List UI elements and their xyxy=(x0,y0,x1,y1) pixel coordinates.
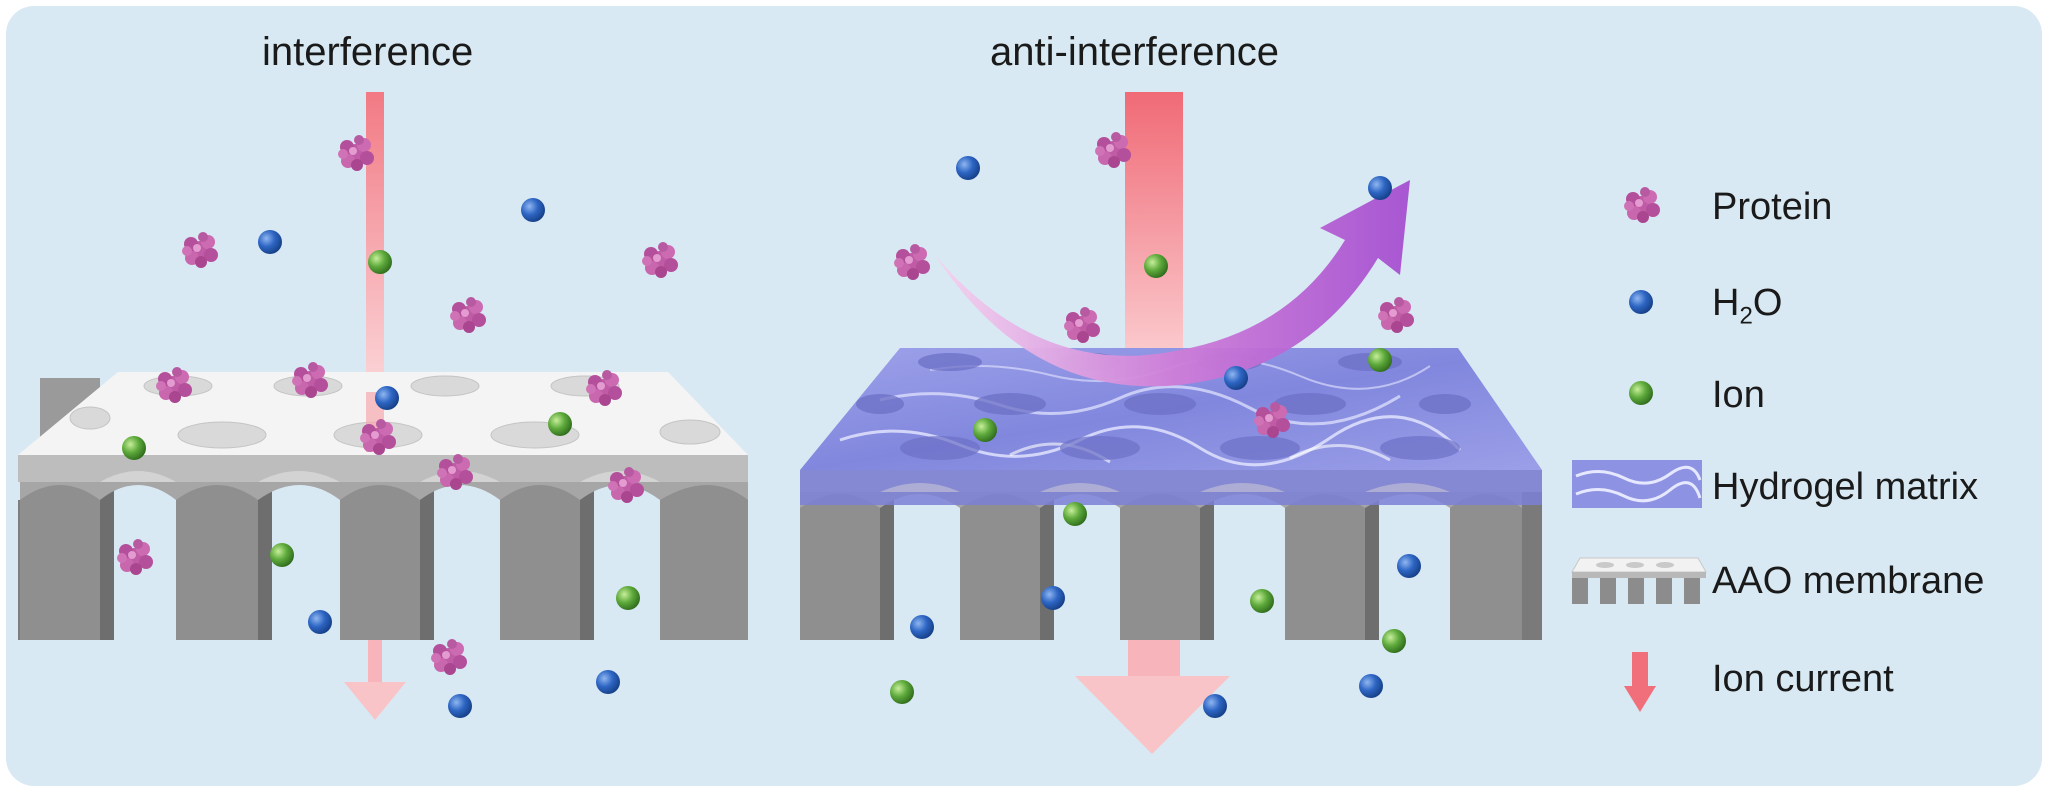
water-molecule-icon xyxy=(448,694,472,718)
legend-label-current: Ion current xyxy=(1712,658,1894,700)
right-current-shaft xyxy=(1125,92,1183,392)
water-molecule-icon xyxy=(596,670,620,694)
ion-icon xyxy=(1063,502,1087,526)
water-molecule-icon xyxy=(308,610,332,634)
ion-icon xyxy=(1368,348,1392,372)
water-molecule-icon xyxy=(1041,586,1065,610)
water-molecule-icon xyxy=(956,156,980,180)
water-molecule-icon xyxy=(1397,554,1421,578)
ion-icon xyxy=(270,543,294,567)
right-current-arrowhead xyxy=(1075,676,1230,754)
right-scene xyxy=(800,92,1542,754)
ion-icon xyxy=(1250,589,1274,613)
title-interference: interference xyxy=(262,30,474,74)
ion-icon xyxy=(1382,629,1406,653)
left-current-exit-shaft xyxy=(368,640,382,682)
ion-icon xyxy=(548,412,572,436)
ion-icon xyxy=(1629,381,1653,405)
water-molecule-icon xyxy=(521,198,545,222)
title-anti-interference: anti-interference xyxy=(990,30,1280,74)
water-molecule-icon xyxy=(258,230,282,254)
water-molecule-icon xyxy=(1359,674,1383,698)
legend-label-ion: Ion xyxy=(1712,374,1765,416)
left-current-shaft xyxy=(366,92,384,392)
ion-icon xyxy=(122,436,146,460)
ion-icon xyxy=(368,250,392,274)
right-current-exit-shaft xyxy=(1128,640,1180,678)
legend xyxy=(1571,187,1707,712)
aao-membrane-icon xyxy=(1571,557,1707,604)
water-molecule-icon xyxy=(375,386,399,410)
protein-deflection-arrow xyxy=(935,180,1410,387)
water-molecule-icon xyxy=(910,615,934,639)
left-current-arrowhead xyxy=(344,682,406,720)
ion-icon xyxy=(616,586,640,610)
ion-current-arrow-icon xyxy=(1624,652,1656,712)
legend-label-water: H2O xyxy=(1712,282,1783,330)
ion-icon xyxy=(973,418,997,442)
hydrogel-swatch-icon xyxy=(1572,460,1702,508)
water-molecule-icon xyxy=(1203,694,1227,718)
water-molecule-icon xyxy=(1629,290,1653,314)
legend-label-hydrogel: Hydrogel matrix xyxy=(1712,466,1979,508)
ion-icon xyxy=(1144,254,1168,278)
left-scene xyxy=(18,92,748,720)
water-molecule-icon xyxy=(1368,176,1392,200)
legend-label-protein: Protein xyxy=(1712,186,1833,228)
water-molecule-icon xyxy=(1224,366,1248,390)
legend-label-aao: AAO membrane xyxy=(1712,560,1985,602)
ion-icon xyxy=(890,680,914,704)
